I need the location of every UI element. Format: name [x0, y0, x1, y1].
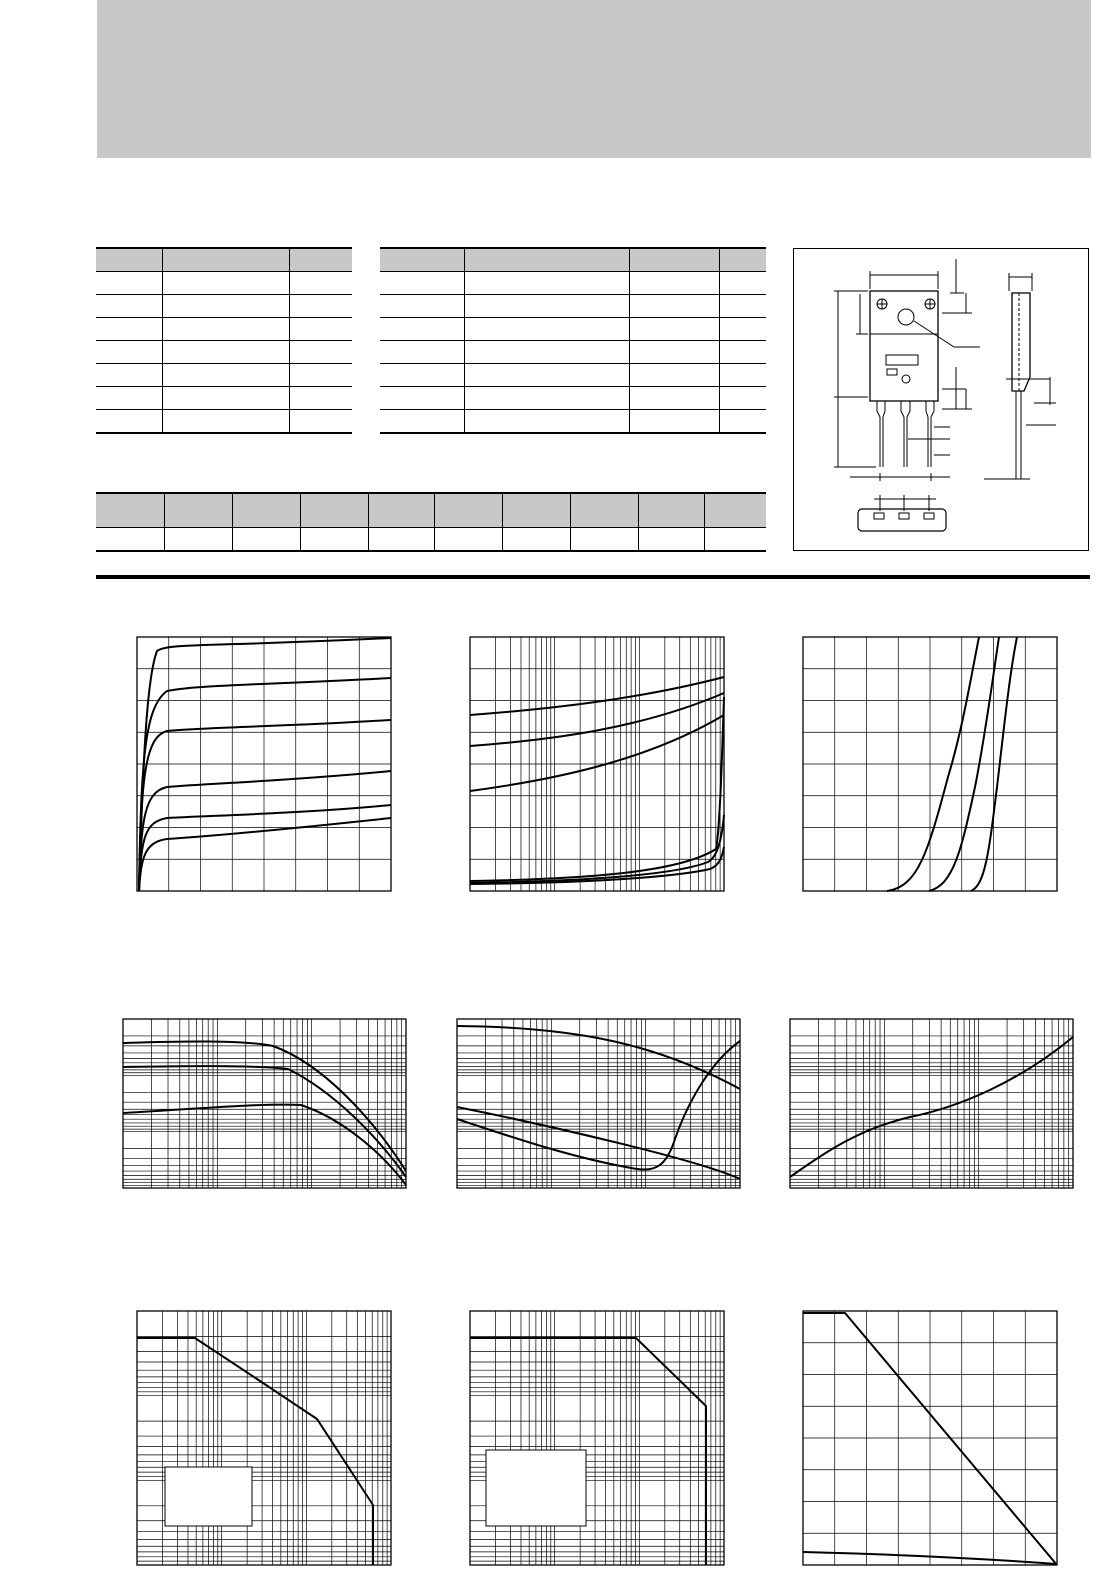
chart-6 [789, 1018, 1074, 1189]
table-row [96, 271, 352, 295]
classification-table [96, 492, 766, 552]
chart-8 [469, 1310, 725, 1566]
chart-1-curves [138, 637, 392, 892]
chart-8-grid [470, 1311, 725, 1566]
table-row [96, 409, 352, 434]
chart-2 [469, 636, 725, 892]
chart-4-curves [122, 1040, 407, 1186]
table-header-row [96, 492, 766, 528]
chart-2-curves [469, 676, 725, 885]
chart-3 [802, 636, 1058, 892]
chart-5 [456, 1018, 741, 1189]
chart-7-note-box [164, 1466, 253, 1527]
package-outline-drawing [834, 259, 1056, 532]
table-row [380, 409, 766, 434]
chart-9-curves [802, 1312, 1058, 1566]
chart-3-grid [803, 637, 1057, 891]
characteristics-table [380, 247, 766, 434]
table-row [380, 271, 766, 295]
chart-1 [136, 636, 392, 892]
chart-5-curves [456, 1025, 741, 1180]
table-row [96, 527, 766, 552]
table-row [96, 363, 352, 387]
chart-5-grid [457, 1019, 741, 1189]
chart-3-curves [886, 636, 1018, 892]
chart-7-curves [137, 1337, 374, 1565]
title-band [97, 0, 1091, 158]
table-row [380, 386, 766, 410]
chart-2-grid [470, 637, 725, 891]
table-row [380, 363, 766, 387]
table-row [96, 340, 352, 364]
table-row [96, 294, 352, 318]
table-header-row [96, 247, 352, 272]
chart-8-curves [470, 1337, 707, 1565]
chart-9 [802, 1310, 1058, 1566]
ratings-table [96, 247, 352, 434]
table-row [380, 294, 766, 318]
package-outline-box [793, 248, 1089, 551]
table-row [380, 317, 766, 341]
table-row [96, 386, 352, 410]
chart-7-grid [137, 1311, 392, 1566]
section-divider [96, 575, 1090, 579]
chart-6-curves [789, 1036, 1074, 1178]
chart-9-grid [803, 1311, 1057, 1565]
chart-4 [122, 1018, 407, 1189]
chart-6-grid [790, 1019, 1074, 1189]
table-header-row [380, 247, 766, 272]
table-row [380, 340, 766, 364]
table-row [96, 317, 352, 341]
chart-8-note-box [485, 1449, 587, 1527]
chart-1-grid [137, 637, 391, 891]
chart-7 [136, 1310, 392, 1566]
